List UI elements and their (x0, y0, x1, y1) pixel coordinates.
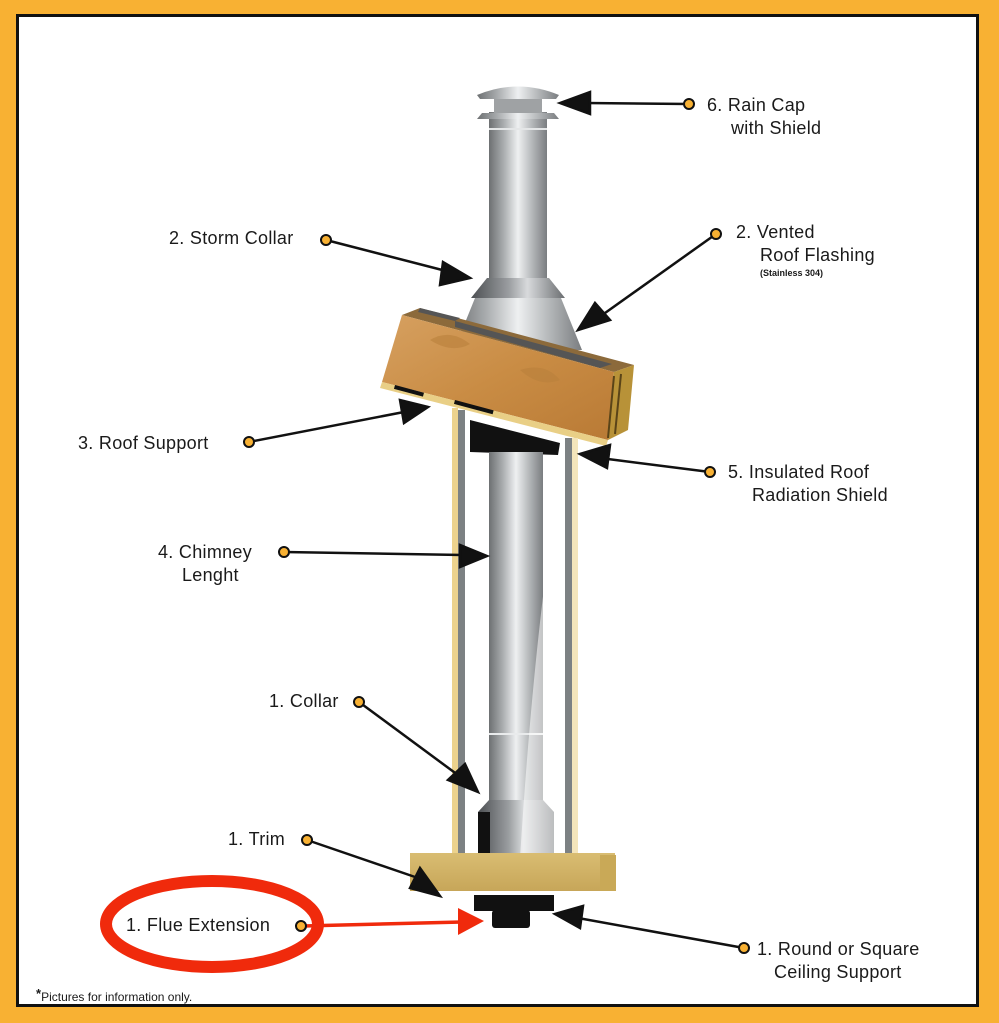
trim-block (410, 853, 616, 891)
label-vented-flashing: 2. Vented Roof Flashing (736, 222, 875, 265)
chimney-pipe (478, 452, 565, 858)
radiation-shield (470, 420, 560, 455)
ceiling-support (474, 895, 554, 928)
label-trim: 1. Trim (228, 829, 286, 849)
label-flue-extension: 1. Flue Extension (126, 915, 271, 935)
label-roof-support: 3. Roof Support (78, 433, 209, 453)
callout-dots (243, 98, 750, 954)
roof-block (380, 308, 634, 446)
label-chimney-length: 4. Chimney Lenght (158, 542, 253, 585)
label-storm-collar: 2. Storm Collar (169, 228, 294, 248)
chimney-enclosure (452, 408, 578, 858)
label-collar: 1. Collar (269, 691, 339, 711)
label-vented-flashing-material: (Stainless 304) (760, 268, 824, 278)
callout-arrows (248, 90, 745, 950)
label-ceiling-support: 1. Round or Square Ceiling Support (757, 939, 920, 982)
label-radiation-shield: 5. Insulated Roof Radiation Shield (728, 462, 888, 505)
rain-cap (477, 86, 559, 302)
footnote: *Pictures for information only. (36, 986, 193, 1004)
label-rain-cap: 6. Rain Cap with Shield (707, 95, 822, 138)
flue-extension-highlight (100, 875, 484, 973)
